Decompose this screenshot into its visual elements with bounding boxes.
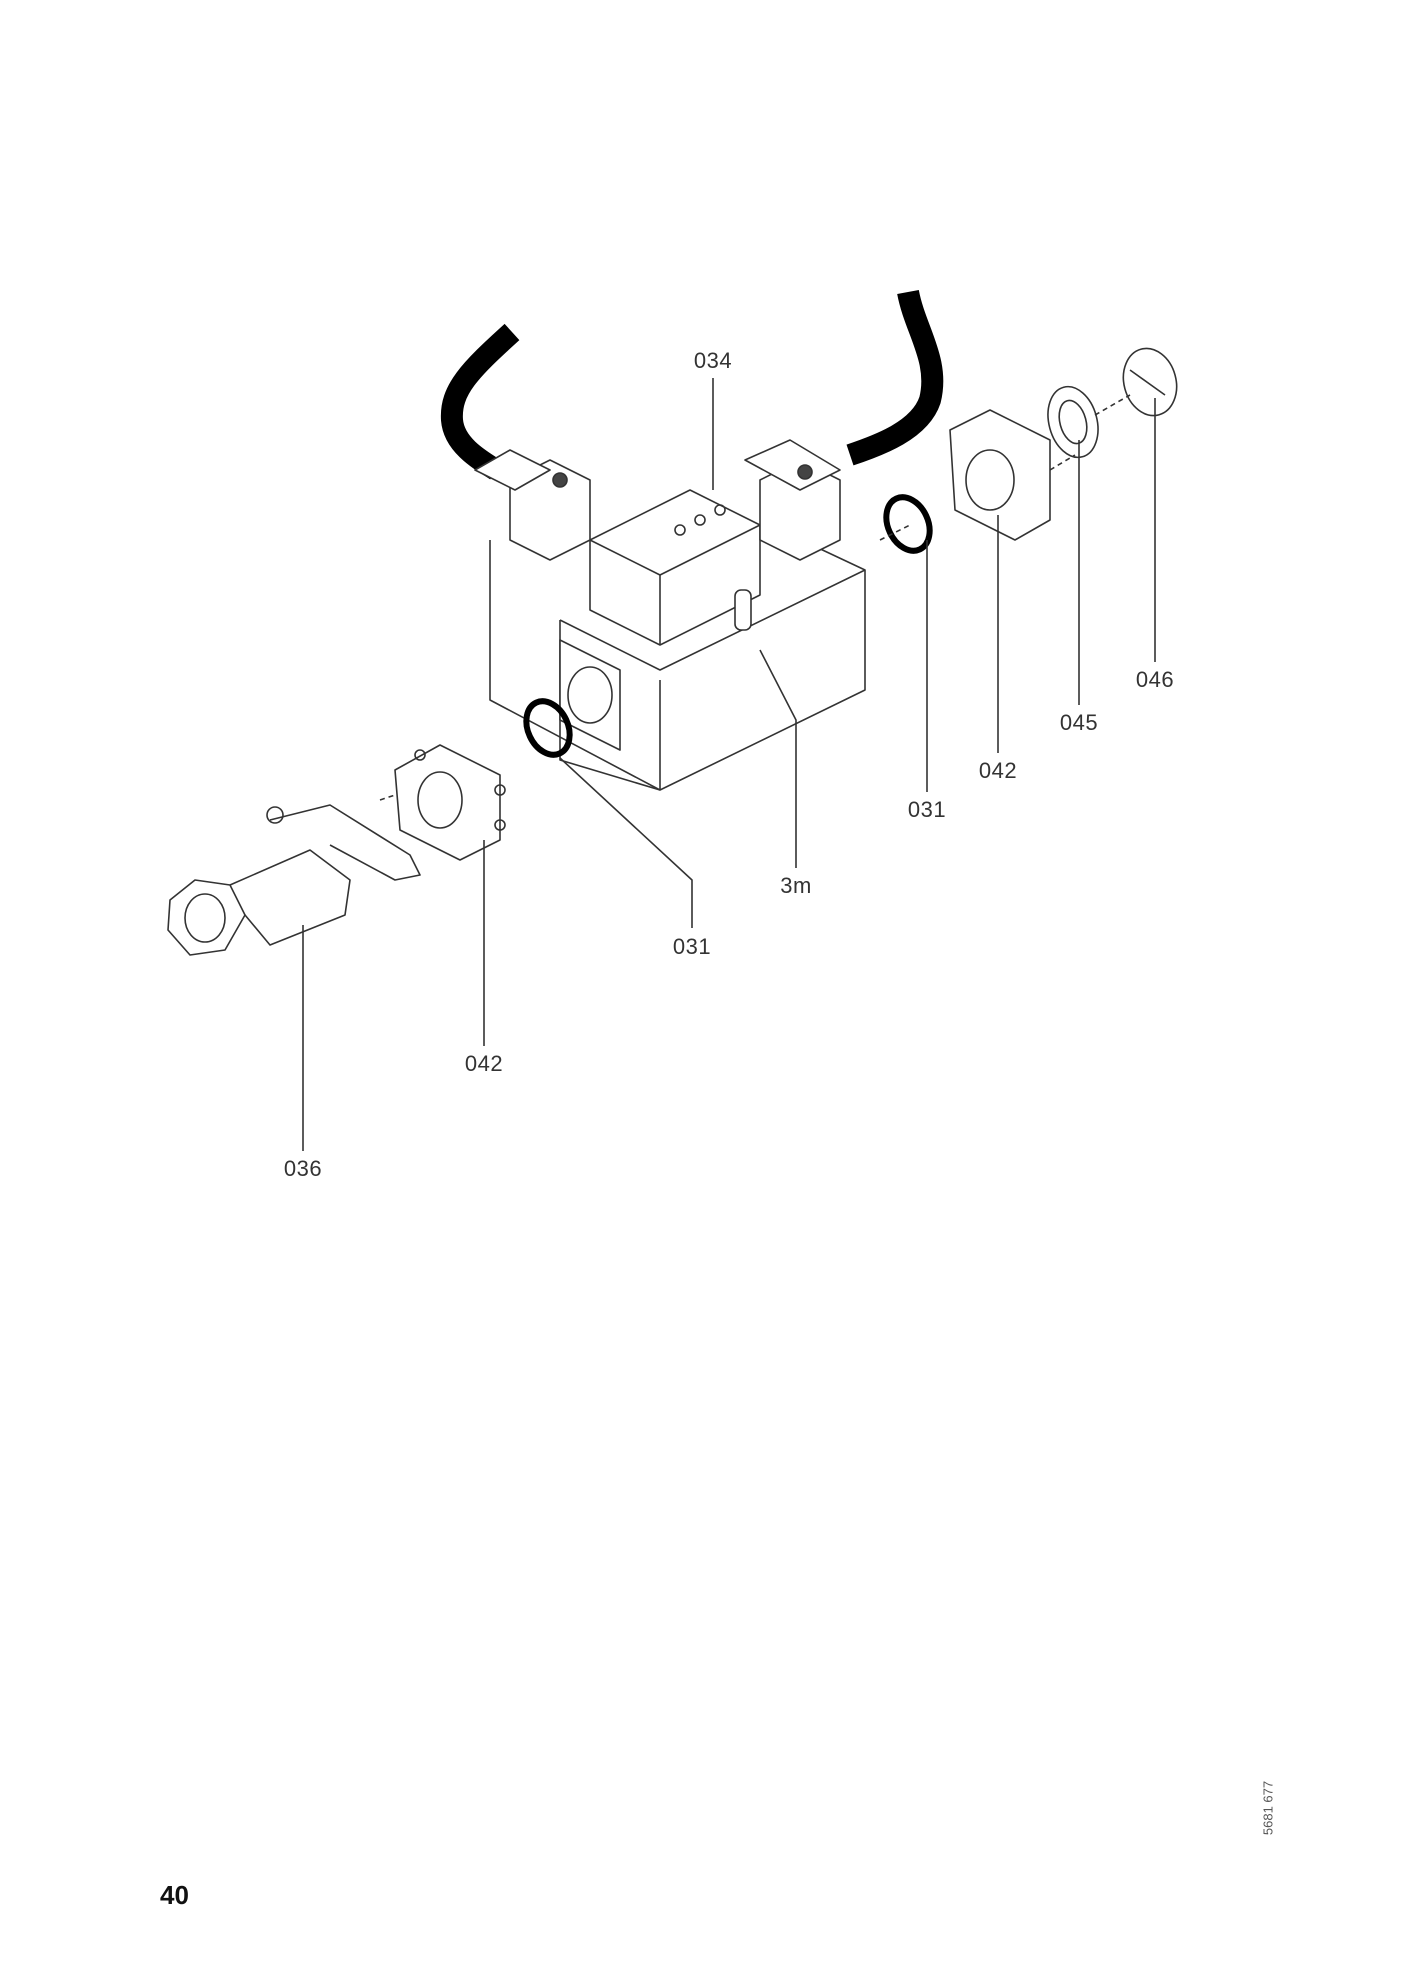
flange-042-left bbox=[394, 744, 506, 861]
callout-3m: 3m bbox=[780, 873, 812, 898]
washer-045 bbox=[1047, 385, 1099, 459]
flange-042-right bbox=[949, 409, 1051, 541]
plug-046 bbox=[1122, 347, 1178, 417]
callout-042-right: 042 bbox=[978, 758, 1018, 783]
right-cable bbox=[846, 289, 944, 466]
ball-valve-036 bbox=[167, 804, 421, 956]
callout-034: 034 bbox=[693, 348, 733, 373]
callout-031-left: 031 bbox=[672, 934, 712, 959]
o-ring-031-left bbox=[523, 698, 573, 758]
o-ring-031-right bbox=[883, 494, 933, 554]
left-cable bbox=[440, 323, 520, 480]
callout-036: 036 bbox=[283, 1156, 323, 1181]
gas-valve-034 bbox=[474, 439, 866, 791]
drawing-code: 5681 677 bbox=[1260, 1780, 1276, 1836]
leader-lines bbox=[302, 378, 1156, 1151]
callout-045: 045 bbox=[1059, 710, 1099, 735]
callout-046: 046 bbox=[1135, 667, 1175, 692]
callout-042-left: 042 bbox=[464, 1051, 504, 1076]
callout-031-right: 031 bbox=[907, 797, 947, 822]
page-number: 40 bbox=[160, 1880, 189, 1910]
